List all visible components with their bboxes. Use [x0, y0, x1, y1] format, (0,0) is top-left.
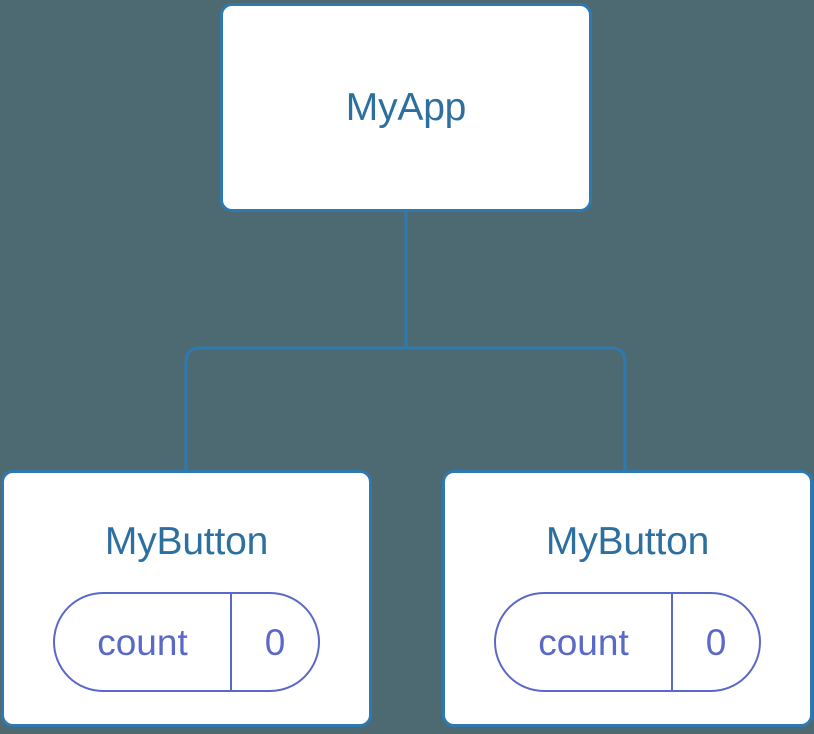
property-pill[interactable]: count 0 — [494, 592, 761, 692]
property-key: count — [55, 594, 232, 690]
tree-node-mybutton-2[interactable]: MyButton count 0 — [442, 470, 813, 727]
node-label: MyButton — [545, 520, 710, 563]
edge-branch — [184, 346, 627, 470]
tree-node-myapp[interactable]: MyApp — [220, 3, 592, 212]
node-label: MyApp — [345, 86, 467, 129]
property-value: 0 — [264, 621, 286, 663]
property-value: 0 — [705, 621, 727, 663]
property-pill[interactable]: count 0 — [53, 592, 320, 692]
property-key: count — [496, 594, 673, 690]
node-label: MyButton — [104, 520, 269, 563]
tree-node-mybutton-1[interactable]: MyButton count 0 — [1, 470, 372, 727]
